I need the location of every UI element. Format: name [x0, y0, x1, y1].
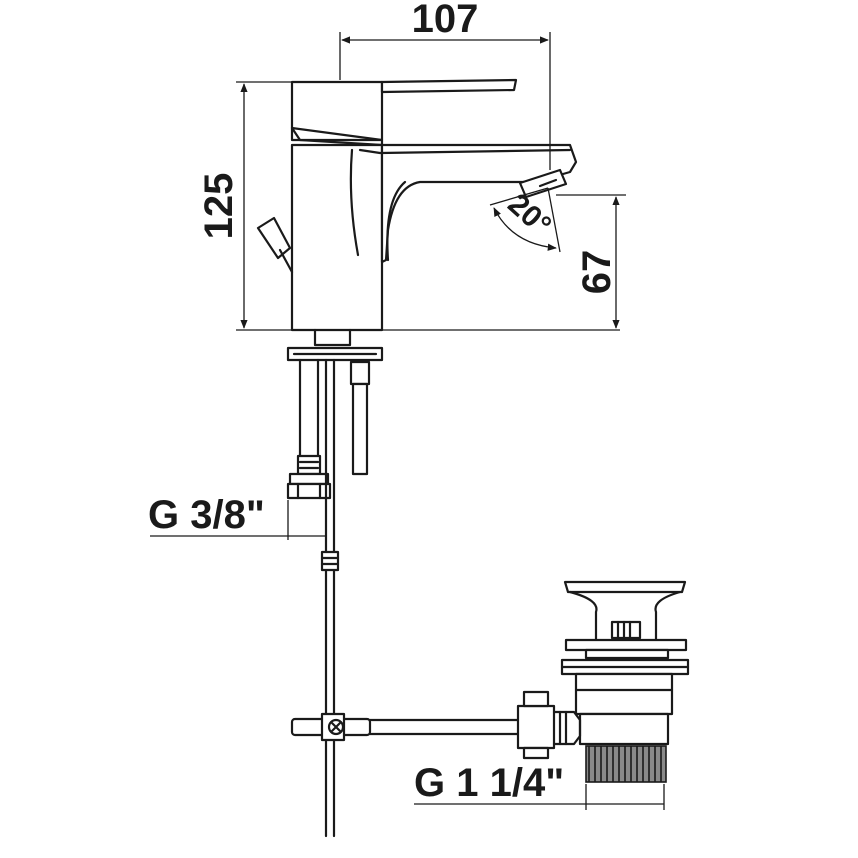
dimension-width: 107 — [339, 0, 551, 170]
waste-thread — [585, 745, 667, 783]
dimension-angle: 20° — [489, 187, 561, 253]
overflow-connector — [516, 690, 582, 760]
faucet — [256, 78, 578, 838]
mounting-stud — [349, 360, 371, 476]
aerator — [518, 168, 568, 199]
waste-body — [574, 672, 674, 783]
waste-cap — [563, 580, 687, 642]
waste-assembly — [290, 580, 690, 783]
pop-up-knob — [256, 216, 294, 274]
dimension-waste-thread: G 1 1/4" — [414, 761, 665, 810]
linkage-clip — [290, 712, 372, 742]
height-label: 125 — [197, 173, 241, 240]
waste-flange — [560, 638, 690, 676]
supply-hose — [286, 358, 332, 500]
dimension-supply-thread: G 3/8" — [148, 493, 327, 540]
spout — [358, 143, 578, 264]
dimension-spout-height: 67 — [556, 194, 626, 329]
spout-height-label: 67 — [575, 250, 619, 295]
supply-thread-label: G 3/8" — [148, 493, 265, 537]
waste-thread-label: G 1 1/4" — [414, 761, 564, 805]
faucet-base — [286, 328, 384, 362]
dimension-height: 125 — [197, 81, 620, 331]
width-label: 107 — [412, 0, 479, 41]
faucet-body — [290, 143, 384, 332]
pop-up-rod — [320, 358, 340, 838]
lever-handle — [290, 78, 518, 147]
